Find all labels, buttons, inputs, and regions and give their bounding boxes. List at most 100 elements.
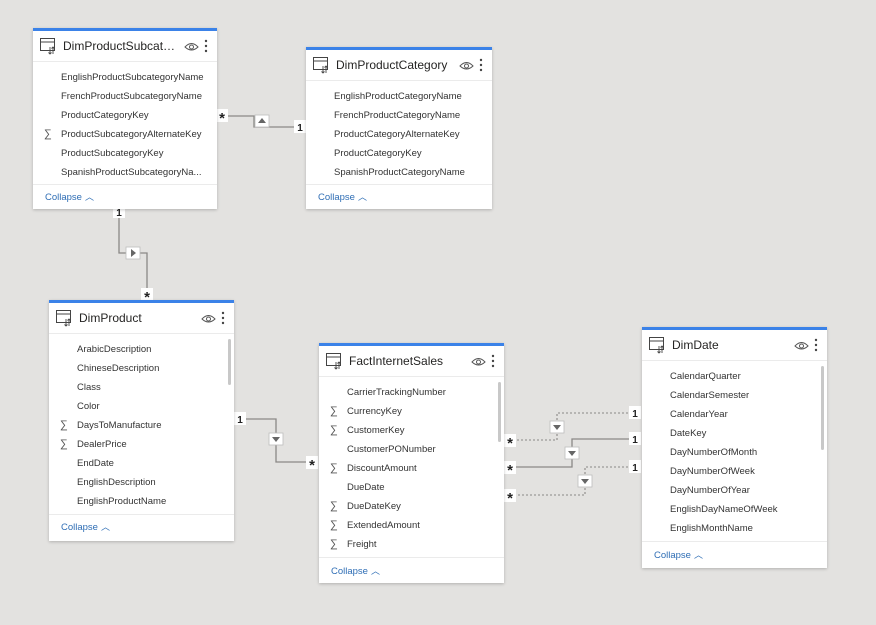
field-item[interactable]: CalendarSemester (642, 386, 827, 405)
field-item[interactable]: ProductCategoryKey (33, 106, 217, 125)
field-item[interactable]: ∑Freight (319, 535, 504, 554)
field-item[interactable]: CustomerPONumber (319, 440, 504, 459)
field-item[interactable]: DueDate (319, 478, 504, 497)
field-item[interactable]: EnglishMonthName (642, 519, 827, 538)
sigma-icon: ∑ (330, 462, 338, 474)
chevron-up-icon: ︿ (100, 522, 110, 532)
eye-icon[interactable] (201, 313, 216, 324)
field-name: DayNumberOfMonth (670, 447, 758, 458)
field-list: CarrierTrackingNumber∑CurrencyKey∑Custom… (319, 377, 504, 554)
more-options-icon[interactable] (811, 338, 821, 352)
sigma-icon: ∑ (60, 438, 68, 450)
filter-direction-arrow-icon (131, 249, 136, 257)
field-item[interactable]: ∑ExtendedAmount (319, 516, 504, 535)
field-name: CalendarSemester (670, 390, 750, 401)
field-name: CalendarQuarter (670, 371, 741, 382)
field-item[interactable]: ChineseDescription (49, 359, 234, 378)
collapse-link[interactable]: Collapse︿ (318, 192, 367, 203)
field-item[interactable]: EndDate (49, 454, 234, 473)
field-item[interactable]: ∑DealerPrice (49, 435, 234, 454)
cardinality-one: 1 (237, 415, 243, 426)
card-header[interactable]: FactInternetSales (319, 346, 504, 377)
field-item[interactable]: ProductCategoryAlternateKey (306, 125, 492, 144)
field-item[interactable]: Class (49, 378, 234, 397)
eye-icon[interactable] (794, 340, 809, 351)
field-name: DiscountAmount (347, 463, 417, 474)
cardinality-many: * (507, 435, 513, 452)
scrollbar[interactable] (228, 339, 231, 385)
field-item[interactable]: SpanishProductSubcategoryNa... (33, 163, 217, 182)
cardinality-badge (504, 461, 516, 474)
field-item[interactable]: ∑ CurrencyKey (319, 402, 504, 421)
eye-icon[interactable] (459, 60, 474, 71)
field-item[interactable]: ∑ProductSubcategoryAlternateKey (33, 125, 217, 144)
field-item[interactable]: EnglishProductName (49, 492, 234, 511)
field-name: Class (77, 382, 101, 393)
field-item[interactable]: EnglishProductSubcategoryName (33, 68, 217, 87)
field-name: ArabicDescription (77, 344, 152, 355)
collapse-link[interactable]: Collapse︿ (61, 522, 110, 533)
field-name: FrenchProductCategoryName (334, 110, 461, 121)
card-header[interactable]: DimDate (642, 330, 827, 361)
field-name: DayNumberOfYear (670, 485, 750, 496)
card-header[interactable]: DimProduct (49, 303, 234, 334)
filter-direction-arrow-icon (553, 425, 561, 430)
table-card-dim-product-category[interactable]: DimProductCategory EnglishProductCategor… (306, 47, 492, 209)
field-item[interactable]: DayNumberOfYear (642, 481, 827, 500)
field-name: EnglishProductCategoryName (334, 91, 462, 102)
cardinality-badge (216, 109, 228, 122)
field-item[interactable]: ArabicDescription (49, 340, 234, 359)
collapse-link[interactable]: Collapse︿ (654, 550, 703, 561)
cardinality-many: * (219, 110, 225, 127)
table-card-fact-internet-sales[interactable]: FactInternetSales CarrierTrackingNumber∑… (319, 343, 504, 583)
more-options-icon[interactable] (218, 311, 228, 325)
field-item[interactable]: CalendarQuarter (642, 367, 827, 386)
more-options-icon[interactable] (488, 354, 498, 368)
scrollbar[interactable] (821, 366, 824, 450)
field-item[interactable]: ProductCategoryKey (306, 144, 492, 163)
field-item[interactable]: DayNumberOfWeek (642, 462, 827, 481)
cardinality-badge (504, 434, 516, 447)
sigma-icon: ∑ (60, 419, 68, 431)
field-item[interactable]: EnglishDayNameOfWeek (642, 500, 827, 519)
card-header[interactable]: DimProductCategory (306, 50, 492, 81)
field-item[interactable]: DayNumberOfMonth (642, 443, 827, 462)
field-item[interactable]: CarrierTrackingNumber (319, 383, 504, 402)
cardinality-badge (629, 432, 641, 445)
field-item[interactable]: ProductSubcategoryKey (33, 144, 217, 163)
field-name: ProductCategoryKey (61, 110, 149, 121)
cardinality-one: 1 (116, 208, 122, 219)
field-item[interactable]: ∑DaysToManufacture (49, 416, 234, 435)
sigma-icon: ∑ (330, 405, 338, 417)
scrollbar[interactable] (498, 382, 501, 442)
field-item[interactable]: ∑CustomerKey (319, 421, 504, 440)
table-icon (313, 57, 328, 74)
filter-direction-arrow-icon (272, 437, 280, 442)
filter-direction-arrow-icon (581, 479, 589, 484)
more-options-icon[interactable] (201, 39, 211, 53)
table-title: FactInternetSales (349, 354, 444, 368)
card-header[interactable]: DimProductSubcateg... (33, 31, 217, 62)
field-name: CurrencyKey (347, 406, 402, 417)
eye-icon[interactable] (471, 356, 486, 367)
field-item[interactable]: SpanishProductCategoryName (306, 163, 492, 182)
field-item[interactable]: FrenchProductSubcategoryName (33, 87, 217, 106)
eye-icon[interactable] (184, 41, 199, 52)
collapse-link[interactable]: Collapse︿ (331, 566, 380, 577)
collapse-link[interactable]: Collapse︿ (45, 192, 94, 203)
field-item[interactable]: DateKey (642, 424, 827, 443)
field-item[interactable]: ∑ DiscountAmount (319, 459, 504, 478)
field-item[interactable]: Color (49, 397, 234, 416)
field-item[interactable]: EnglishDescription (49, 473, 234, 492)
field-item[interactable]: CalendarYear (642, 405, 827, 424)
field-item[interactable]: ∑DueDateKey (319, 497, 504, 516)
table-card-dim-product-subcategory[interactable]: DimProductSubcateg... EnglishProductSubc… (33, 28, 217, 209)
more-options-icon[interactable] (476, 58, 486, 72)
field-item[interactable]: EnglishProductCategoryName (306, 87, 492, 106)
field-item[interactable]: FrenchProductCategoryName (306, 106, 492, 125)
